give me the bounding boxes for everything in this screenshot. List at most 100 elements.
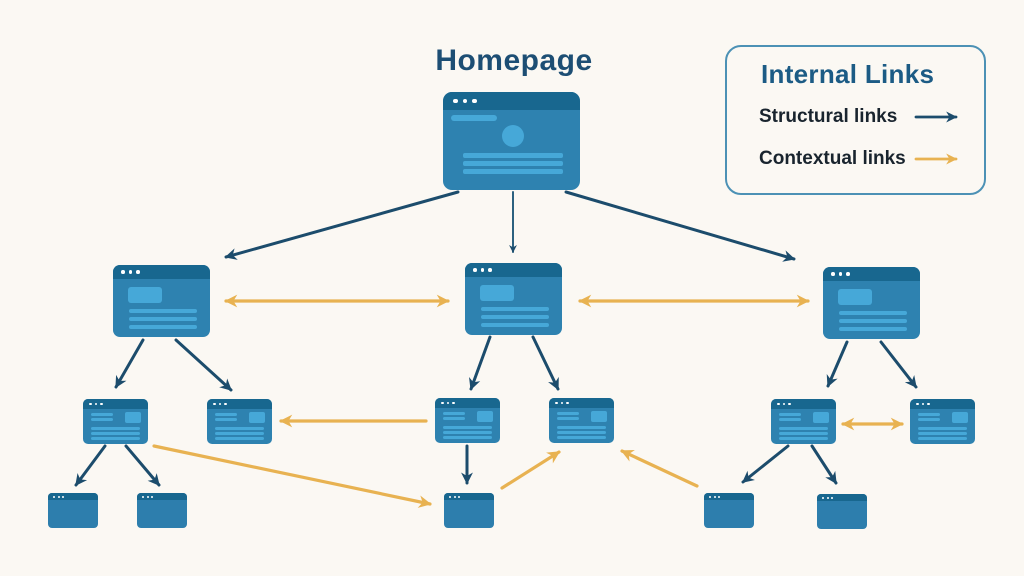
content-block <box>125 412 141 423</box>
window-dot <box>136 270 140 274</box>
window-dot <box>566 401 569 405</box>
content-block <box>249 412 265 423</box>
content-block <box>480 285 514 301</box>
window-dot <box>472 98 477 104</box>
window-dot <box>53 495 55 498</box>
content-line <box>463 153 563 158</box>
window-titlebar <box>465 263 562 277</box>
content-line <box>443 431 492 434</box>
window-dot <box>826 496 829 499</box>
window-dot <box>921 402 924 406</box>
detail-page-2-icon <box>137 493 187 528</box>
content-line <box>463 169 563 174</box>
edge-detail4-subpage4-contextual <box>620 449 699 488</box>
window-dot <box>777 402 780 406</box>
edge-subpage5-detail5 <box>810 444 838 485</box>
content-line <box>918 413 940 416</box>
content-line <box>443 417 465 420</box>
window-dot <box>718 495 720 498</box>
content-line <box>779 432 828 435</box>
edge-category3-subpage6 <box>879 340 918 389</box>
content-line <box>91 413 113 416</box>
contextual-arrow-icon <box>914 153 958 165</box>
detail-page-5-icon <box>817 494 867 529</box>
window-dot <box>89 402 92 406</box>
content-line <box>91 427 140 430</box>
content-line <box>91 437 140 440</box>
window-dot <box>121 270 125 274</box>
content-line <box>215 432 264 435</box>
legend-structural-label: Structural links <box>759 106 898 127</box>
content-line <box>918 432 967 435</box>
content-line <box>215 437 264 440</box>
edge-category1-subpage1 <box>114 338 145 389</box>
window-dot <box>128 270 132 274</box>
edge-detail3-subpage4-contextual <box>500 450 561 490</box>
content-line <box>779 427 828 430</box>
content-line <box>443 436 492 439</box>
content-line <box>557 412 579 415</box>
window-dot <box>453 495 456 498</box>
legend-contextual-label: Contextual links <box>759 148 906 169</box>
content-line <box>451 115 497 121</box>
edge-home-category1 <box>224 190 460 260</box>
content-line <box>481 315 549 319</box>
window-dot <box>782 402 785 406</box>
category-page-3-icon <box>823 267 920 339</box>
content-line <box>839 319 907 323</box>
content-line <box>918 437 967 440</box>
legend-row-structural: Structural links <box>759 105 964 129</box>
edge-subpage5-detail4 <box>741 444 790 484</box>
content-line <box>839 327 907 331</box>
window-dot <box>462 98 467 104</box>
subpage-2-icon <box>207 399 272 444</box>
content-line <box>557 431 606 434</box>
category-page-2-icon <box>465 263 562 335</box>
legend-title: Internal Links <box>761 59 935 89</box>
edge-home-category3 <box>564 190 796 262</box>
window-titlebar <box>83 399 148 409</box>
content-line <box>129 317 197 321</box>
window-dot <box>224 402 227 406</box>
edge-category3-subpage5 <box>826 340 849 388</box>
content-line <box>557 417 579 420</box>
window-titlebar <box>549 398 614 408</box>
window-dot <box>100 402 103 406</box>
window-titlebar <box>444 493 494 500</box>
window-dot <box>449 495 451 498</box>
legend-box: Internal Links Structural links Contextu… <box>725 45 986 195</box>
subpage-5-icon <box>771 399 836 444</box>
content-block <box>838 289 872 305</box>
content-line <box>215 418 237 421</box>
window-dot <box>831 496 833 499</box>
content-line <box>443 412 465 415</box>
subpage-6-icon <box>910 399 975 444</box>
window-dot <box>555 401 558 405</box>
window-dot <box>846 272 850 276</box>
window-dot <box>142 495 144 498</box>
detail-page-4-icon <box>704 493 754 528</box>
homepage-window-icon <box>443 92 580 190</box>
content-line <box>557 426 606 429</box>
content-line <box>779 413 801 416</box>
content-line <box>481 307 549 311</box>
subpage-3-icon <box>435 398 500 443</box>
window-dot <box>57 495 60 498</box>
window-dot <box>452 401 455 405</box>
window-dot <box>709 495 711 498</box>
edge-category2-subpage3 <box>469 335 492 391</box>
window-titlebar <box>435 398 500 408</box>
content-line <box>779 437 828 440</box>
window-titlebar <box>823 267 920 281</box>
window-dot <box>831 272 835 276</box>
subpage-1-icon <box>83 399 148 444</box>
window-dot <box>62 495 64 498</box>
window-dot <box>488 268 492 272</box>
content-line <box>839 311 907 315</box>
content-block <box>952 412 968 423</box>
window-dot <box>146 495 149 498</box>
window-dot <box>788 402 791 406</box>
edge-subpage1-detail2 <box>124 444 161 487</box>
window-titlebar <box>48 493 98 500</box>
legend-row-contextual: Contextual links <box>759 147 964 171</box>
